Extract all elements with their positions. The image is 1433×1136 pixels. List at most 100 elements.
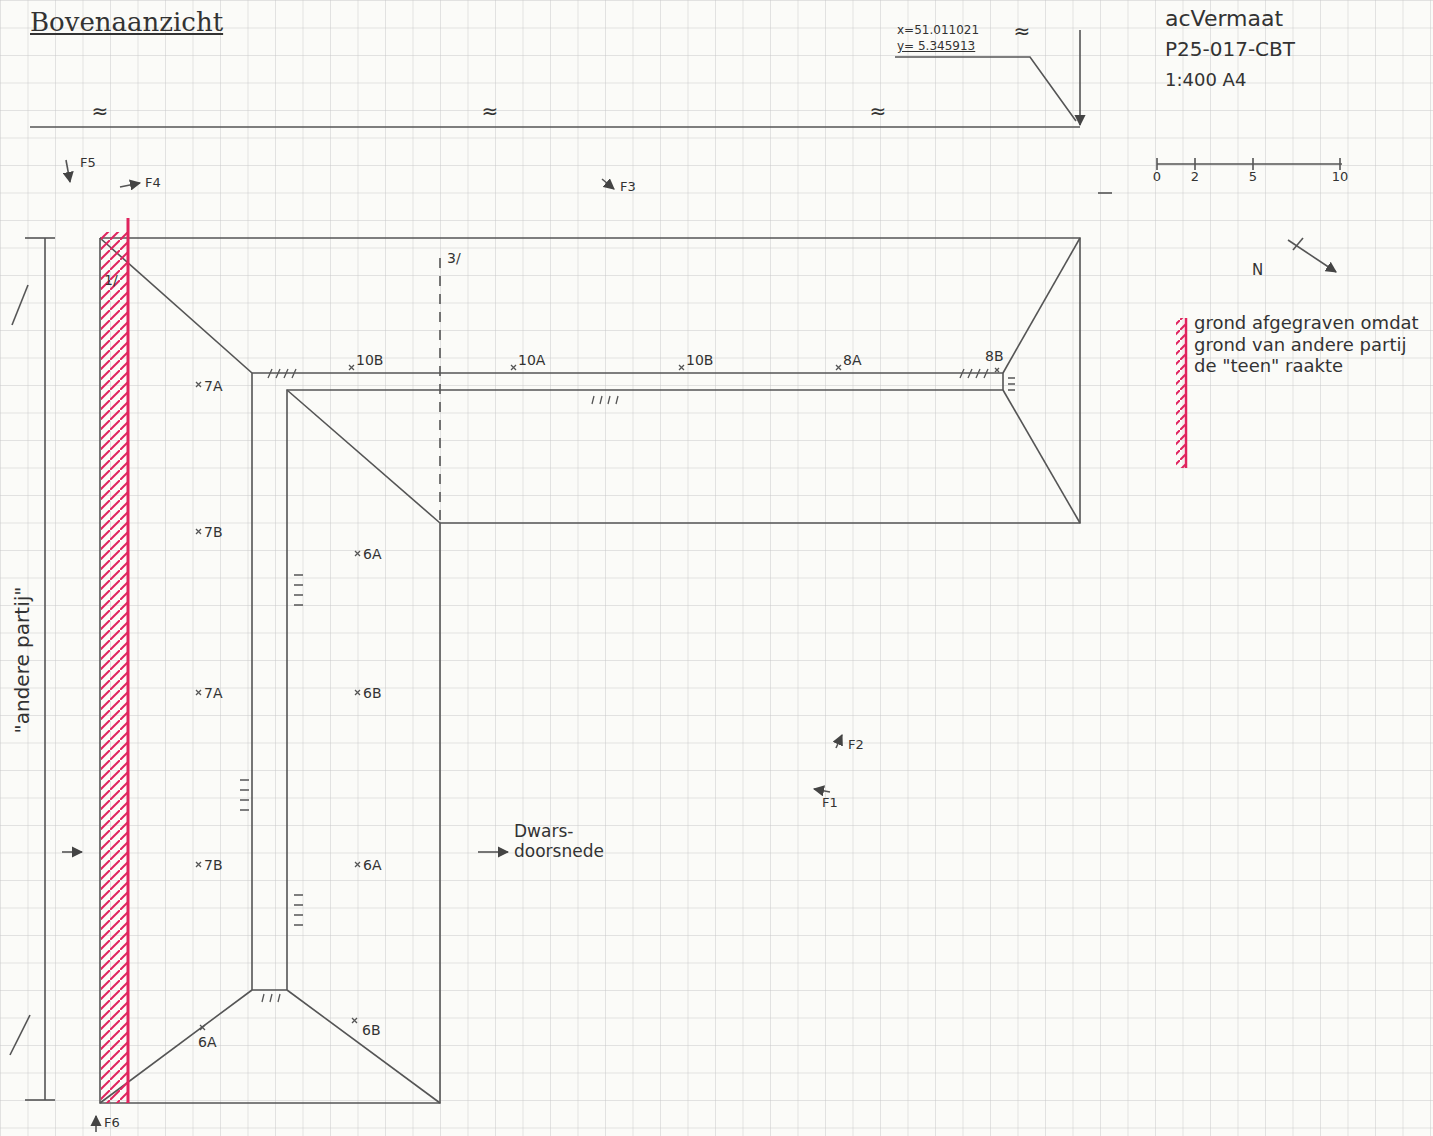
excavated-strip: [101, 232, 128, 1103]
section-label: Dwars- doorsnede: [514, 822, 609, 861]
force-label: F5: [80, 156, 96, 171]
spot-mark: [196, 529, 201, 534]
slope-line: [1003, 390, 1080, 523]
scale-tick: [1339, 158, 1341, 170]
scale-number: 5: [1249, 170, 1257, 185]
bracket-line: [44, 238, 46, 1100]
spot-label: 8B: [985, 348, 1004, 364]
boundary-line: [30, 126, 1080, 128]
legend-swatch: [1176, 318, 1186, 468]
spot-mark: [196, 862, 201, 867]
scale-tick: [1156, 158, 1158, 170]
slope-hatch: [262, 994, 280, 1002]
party-label: "andere partij": [11, 587, 34, 734]
spot-label: 8A: [843, 352, 861, 368]
force-arrow: [66, 160, 70, 182]
force-label: F4: [145, 176, 161, 191]
section-line: [439, 258, 441, 523]
spot-mark: [196, 382, 201, 387]
scale-number: 10: [1332, 170, 1349, 185]
force-label: F6: [104, 1116, 120, 1131]
force-label: F3: [620, 180, 636, 195]
force-arrow: [95, 1116, 97, 1132]
spot-label: 10B: [356, 352, 383, 368]
scale-number: 0: [1153, 170, 1161, 185]
spot-mark: [836, 365, 841, 370]
spot-label: 10A: [518, 352, 545, 368]
slope-hatch: [960, 369, 988, 378]
spot-mark: [355, 551, 360, 556]
crest-outline: [252, 373, 1003, 990]
scale-tick: [1252, 158, 1254, 170]
point-number: 3/: [447, 250, 461, 266]
author-name: acVermaat: [1165, 6, 1283, 31]
north-arrow: [1288, 240, 1336, 272]
project-number: P25-017-CBT: [1165, 38, 1295, 61]
bracket-tick: [25, 1099, 55, 1101]
embankment-outline: [10, 30, 1342, 1132]
north-arrow: [1293, 238, 1303, 250]
legend-text: grond afgegraven omdat grond van andere …: [1194, 312, 1424, 377]
spot-label: 6A: [363, 546, 381, 562]
legend-swatch: [1185, 318, 1188, 468]
scale-tick: [1194, 158, 1196, 170]
slope-hatch: [294, 575, 303, 605]
spot-label: 7A: [204, 378, 222, 394]
break-symbol: ≈: [92, 100, 109, 123]
break-symbol: ≈: [1014, 20, 1031, 43]
slope-line: [1003, 238, 1080, 373]
scale-number: 2: [1191, 170, 1199, 185]
spot-label: 6B: [363, 685, 382, 701]
slope-hatch: [592, 396, 618, 404]
force-arrow: [836, 735, 842, 748]
view-title: Bovenaanzicht: [30, 8, 223, 38]
point-number: 1/: [104, 272, 118, 288]
boundary-line: [1079, 30, 1081, 125]
spot-label: 7B: [204, 524, 223, 540]
coordinate: x=51.011021: [897, 24, 979, 38]
spot-mark: [349, 365, 354, 370]
spot-mark: [200, 1025, 205, 1030]
slope-line: [287, 390, 440, 523]
spot-mark: [355, 862, 360, 867]
spot-label: 7B: [204, 857, 223, 873]
break-symbol: ≈: [482, 100, 499, 123]
force-arrow: [602, 179, 614, 189]
scale-bar: [1157, 163, 1342, 165]
spot-label: 10B: [686, 352, 713, 368]
scale-text: 1:400 A4: [1165, 70, 1246, 91]
slash-mark: [10, 1015, 30, 1055]
slope-line: [287, 990, 440, 1103]
slope-hatch: [240, 780, 249, 810]
bracket-tick: [25, 237, 55, 239]
spot-marks: [196, 365, 999, 1030]
force-label: F1: [822, 796, 838, 811]
spot-label: 7A: [204, 685, 222, 701]
break-mark: [1098, 192, 1112, 194]
excavation-line: [127, 218, 130, 1103]
leader-line: [895, 57, 1076, 121]
slope-hatch: [268, 369, 296, 378]
toe-outline: [100, 238, 1080, 1103]
spot-label: 6A: [198, 1034, 216, 1050]
spot-label: 6B: [362, 1022, 381, 1038]
spot-label: 6A: [363, 857, 381, 873]
hatch-marks: [240, 369, 1015, 1002]
force-arrow: [814, 789, 830, 792]
spot-mark: [196, 690, 201, 695]
break-symbol: ≈: [870, 100, 887, 123]
coordinate: y= 5.345913: [897, 40, 975, 54]
spot-mark: [355, 690, 360, 695]
spot-mark: [679, 365, 684, 370]
slash-mark: [12, 285, 28, 325]
slope-hatch: [1008, 378, 1015, 390]
spot-mark: [511, 365, 516, 370]
section-arrow: [478, 851, 508, 853]
section-arrow: [62, 851, 82, 853]
spot-mark: [352, 1018, 357, 1023]
north-label: N: [1252, 262, 1263, 279]
force-label: F2: [848, 738, 864, 753]
